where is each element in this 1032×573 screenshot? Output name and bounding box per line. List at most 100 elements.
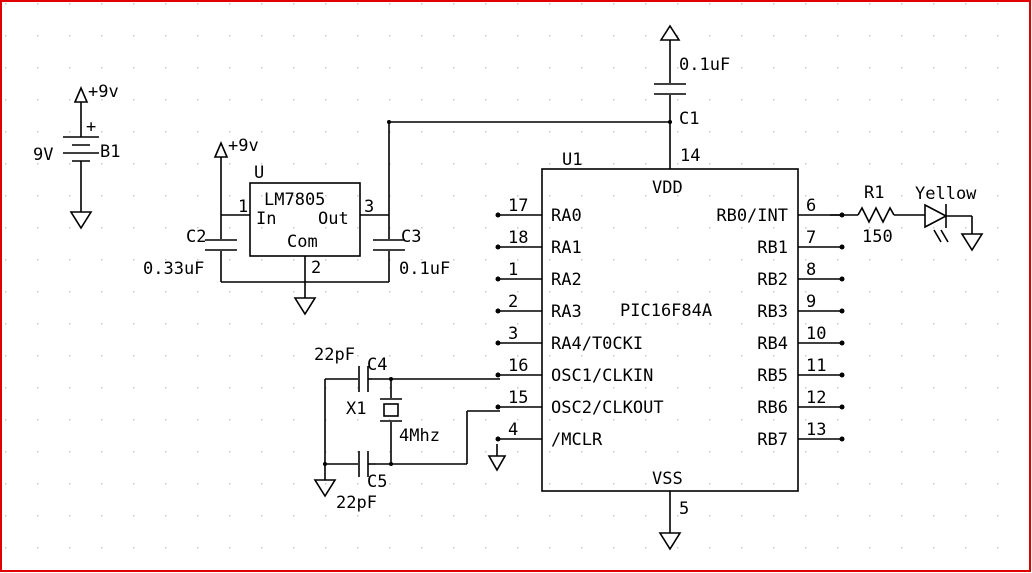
battery-ref-label: B1 — [100, 142, 120, 162]
mcu-pin-number: 15 — [508, 388, 528, 408]
mcu-pin-number: 10 — [806, 324, 826, 344]
regulator-lm7805[interactable]: U LM7805 In Out Com 1 3 2 — [238, 163, 374, 282]
mcu-pin-name: RA1 — [551, 238, 582, 258]
mcu-pin-name: RB7 — [757, 430, 788, 450]
mcu-vdd-pin: 14 — [680, 146, 700, 166]
mcu-pin-name: RA2 — [551, 270, 582, 290]
regulator-out-label: Out — [318, 209, 349, 229]
mcu-pin-number: 9 — [806, 292, 816, 312]
mcu-pin-number: 7 — [806, 228, 816, 248]
mcu-pin-number: 16 — [508, 356, 528, 376]
mcu-pin-number: 13 — [806, 420, 826, 440]
regulator-pin-com: 2 — [311, 258, 321, 278]
mcu-pin-number: 18 — [508, 228, 528, 248]
c3-value-label: 0.1uF — [399, 259, 450, 279]
mcu-pin-number: 8 — [806, 260, 816, 280]
mcu-pin-name: RA4/T0CKI — [551, 334, 643, 354]
mcu-pin-name: RB5 — [757, 366, 788, 386]
mcu-pin-number: 12 — [806, 388, 826, 408]
battery-rail-label: +9v — [88, 82, 119, 102]
mcu-vss-label: VSS — [652, 469, 683, 489]
led-yellow[interactable]: Yellow — [915, 184, 984, 252]
crystal-x1[interactable]: X1 4Mhz — [346, 377, 440, 466]
mcu-pin-number: 2 — [508, 292, 518, 312]
c3-ref-label: C3 — [401, 227, 421, 247]
battery-b1[interactable]: +9v + 9V B1 — [33, 82, 120, 230]
battery-value-label: 9V — [33, 145, 53, 165]
regulator-pin-out: 3 — [364, 197, 374, 217]
c5-value-label: 22pF — [336, 493, 377, 513]
regulator-in-label: In — [256, 209, 276, 229]
c2-ref-label: C2 — [186, 227, 206, 247]
mcu-part-label: PIC16F84A — [620, 301, 712, 321]
c1-ref-label: C1 — [679, 109, 699, 129]
capacitor-c4[interactable]: 22pF C4 — [314, 345, 387, 392]
r1-value-label: 150 — [862, 227, 893, 247]
regulator-part-label: LM7805 — [264, 190, 325, 210]
ground-icon — [960, 233, 984, 252]
mcu-vss-pin: 5 — [679, 499, 689, 519]
c1-value-label: 0.1uF — [679, 55, 730, 75]
x1-ref-label: X1 — [346, 399, 366, 419]
mcu-pin-name: /MCLR — [551, 430, 603, 450]
ground-icon — [487, 455, 507, 472]
mcu-pin--mclr[interactable]: 4/MCLR — [495, 420, 603, 450]
mclr-ground — [487, 444, 507, 472]
regulator-ref-label: U — [254, 163, 264, 183]
resistor-r1[interactable]: R1 150 — [830, 183, 925, 247]
led-label: Yellow — [915, 184, 977, 204]
ground-icon — [293, 297, 317, 316]
regulator-rail-label: +9v — [228, 136, 259, 156]
capacitor-c1[interactable]: 0.1uF C1 — [654, 24, 730, 169]
r1-ref-label: R1 — [864, 183, 884, 203]
regulator-pin-in: 1 — [238, 197, 248, 217]
capacitor-c5[interactable]: C5 22pF — [325, 451, 387, 513]
mcu-pin-name: RA0 — [551, 206, 582, 226]
mcu-pin-number: 6 — [806, 196, 816, 216]
regulator-section: +9v C2 0.33uF U LM7805 In Out Com 1 3 2 — [143, 120, 670, 316]
capacitor-c2[interactable]: C2 0.33uF — [143, 215, 237, 282]
mcu-pin-name: RB3 — [757, 302, 788, 322]
mcu-pin-name: RA3 — [551, 302, 582, 322]
mcu-pin-number: 3 — [508, 324, 518, 344]
regulator-com-label: Com — [287, 232, 318, 252]
c4-value-label: 22pF — [314, 345, 355, 365]
capacitor-c3[interactable]: C3 0.1uF — [373, 215, 450, 282]
mcu-pin-name: OSC2/CLKOUT — [551, 398, 664, 418]
mcu-pin-name: RB4 — [757, 334, 788, 354]
c2-value-label: 0.33uF — [143, 259, 204, 279]
mcu-pin-number: 1 — [508, 260, 518, 280]
oscillator-section: 22pF C4 C5 22pF X1 4Mhz — [313, 345, 500, 513]
c5-ref-label: C5 — [367, 472, 387, 492]
mcu-pin-name: RB1 — [757, 238, 788, 258]
mcu-ref-label: U1 — [562, 150, 582, 170]
mcu-pin-number: 17 — [508, 196, 528, 216]
battery-plus-sign: + — [86, 117, 96, 137]
x1-value-label: 4Mhz — [399, 426, 440, 446]
mcu-vdd-label: VDD — [652, 178, 683, 198]
ground-icon — [69, 211, 93, 230]
mcu-pin-name: RB6 — [757, 398, 788, 418]
ground-icon — [658, 532, 682, 551]
mcu-pin-name: RB2 — [757, 270, 788, 290]
